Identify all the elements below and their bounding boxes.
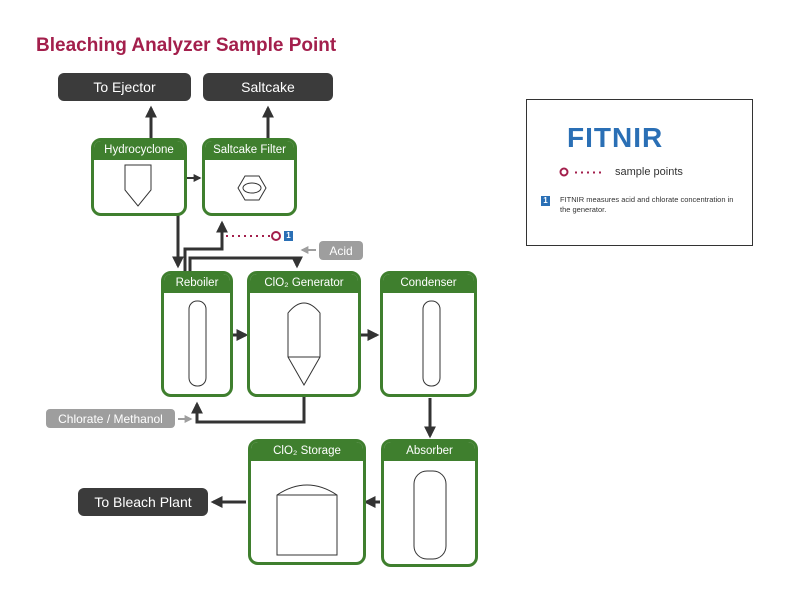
flow-generator-to-reboiler bbox=[191, 397, 306, 424]
legend-box: FITNIR sample points 1 FITNIR measures a… bbox=[526, 99, 753, 246]
legend-sample-label: sample points bbox=[615, 166, 683, 178]
input-acid: Acid bbox=[319, 241, 363, 260]
unit-clo2-generator: ClO₂ Generator bbox=[247, 271, 361, 397]
generator-vessel-icon bbox=[287, 302, 321, 387]
sample-point-badge: 1 bbox=[284, 231, 293, 241]
unit-saltcake-filter-label: Saltcake Filter bbox=[205, 141, 294, 160]
unit-absorber: Absorber bbox=[381, 439, 478, 567]
unit-saltcake-filter: Saltcake Filter bbox=[202, 138, 297, 216]
unit-hydrocyclone-label: Hydrocyclone bbox=[94, 141, 184, 160]
unit-condenser-label: Condenser bbox=[383, 274, 474, 293]
unit-absorber-label: Absorber bbox=[384, 442, 475, 461]
fitnir-logo: FITNIR bbox=[567, 122, 664, 153]
terminal-saltcake: Saltcake bbox=[203, 73, 333, 101]
condenser-column-icon bbox=[422, 300, 441, 387]
unit-reboiler: Reboiler bbox=[161, 271, 233, 397]
unit-hydrocyclone: Hydrocyclone bbox=[91, 138, 187, 216]
unit-clo2-generator-label: ClO₂ Generator bbox=[250, 274, 358, 293]
sample-point-marker bbox=[271, 231, 281, 241]
unit-clo2-storage-label: ClO₂ Storage bbox=[251, 442, 363, 461]
sample-point-legend-icon bbox=[559, 167, 569, 177]
legend-badge: 1 bbox=[541, 196, 550, 206]
storage-tank-icon bbox=[276, 484, 338, 556]
flow-reboiler-to-generator bbox=[188, 256, 303, 272]
legend-note: FITNIR measures acid and chlorate concen… bbox=[560, 195, 734, 214]
terminal-to-ejector: To Ejector bbox=[58, 73, 191, 101]
reboiler-column-icon bbox=[188, 300, 207, 387]
hydrocyclone-vessel-icon bbox=[124, 164, 152, 207]
unit-reboiler-label: Reboiler bbox=[164, 274, 230, 293]
absorber-column-icon bbox=[413, 470, 447, 560]
unit-condenser: Condenser bbox=[380, 271, 477, 397]
filter-hexagon-icon bbox=[237, 175, 267, 201]
unit-clo2-storage: ClO₂ Storage bbox=[248, 439, 366, 565]
sample-point-legend-dots bbox=[575, 171, 605, 174]
flow-reboiler-to-filter bbox=[183, 220, 228, 272]
page-title: Bleaching Analyzer Sample Point bbox=[36, 35, 337, 56]
input-chlorate-methanol: Chlorate / Methanol bbox=[46, 409, 175, 428]
terminal-to-bleach-plant: To Bleach Plant bbox=[78, 488, 208, 516]
